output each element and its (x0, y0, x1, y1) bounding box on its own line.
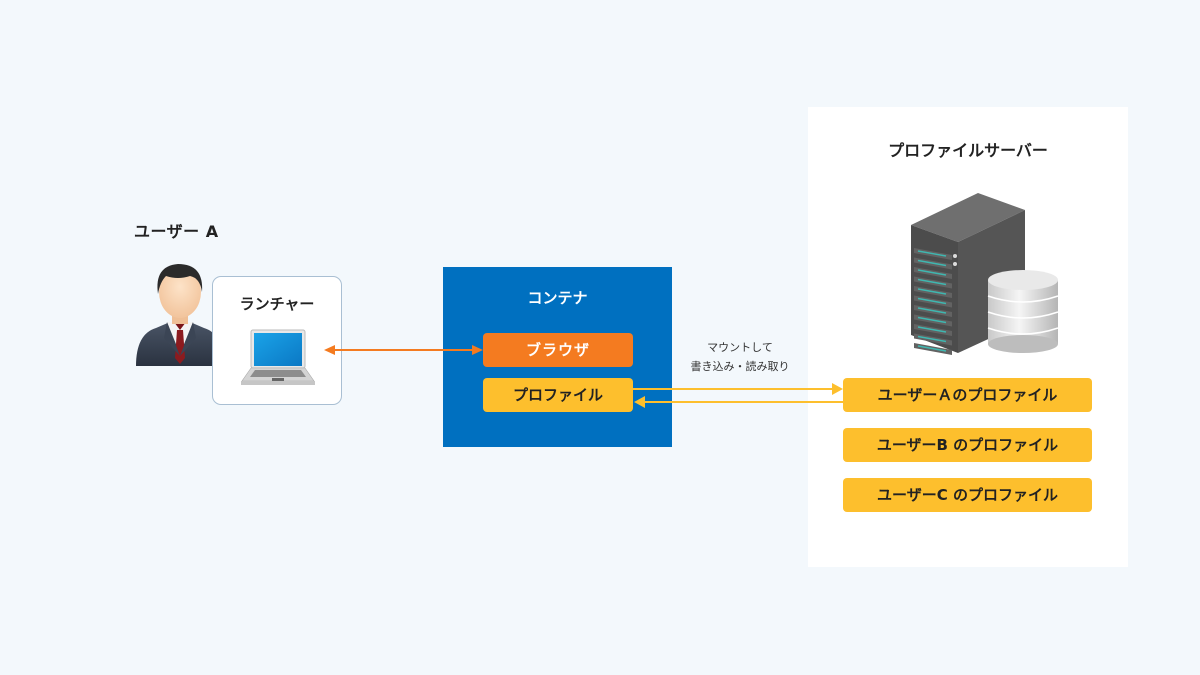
profile-server-panel: プロファイルサーバー ユーザーＡのプロファイル ユーザーB のプロファイル ユー… (808, 107, 1128, 567)
drive-bay-light (917, 259, 947, 267)
businessman-icon (136, 264, 224, 366)
drive-bay-light (917, 278, 947, 286)
mount-label: マウントして 書き込み・読み取り (672, 338, 808, 376)
laptop-icon (241, 329, 315, 385)
launcher-title: ランチャー (239, 295, 315, 313)
drive-bay-light (917, 250, 947, 257)
server-title: プロファイルサーバー (888, 141, 1048, 160)
mount-label-line1: マウントして (707, 341, 773, 354)
drive-bay-light (917, 316, 947, 324)
drive-bay-light (917, 269, 947, 276)
drive-bay-light (917, 288, 947, 295)
drive-bay-light (917, 307, 947, 314)
user-b-profile: ユーザーB のプロファイル (843, 428, 1092, 462)
drive-bay-light (917, 345, 947, 352)
user-c-profile: ユーザーC のプロファイル (843, 478, 1092, 512)
server-database-icon (911, 193, 1059, 355)
drive-bay-light (917, 326, 947, 333)
container-box: コンテナ ブラウザ プロファイル (443, 267, 672, 447)
mount-label-line2: 書き込み・読み取り (690, 360, 790, 373)
user-a-profile: ユーザーＡのプロファイル (843, 378, 1092, 412)
drive-bay-light (917, 297, 947, 305)
drive-bay-light (917, 335, 947, 343)
browser-box: ブラウザ (483, 333, 633, 367)
container-title: コンテナ (527, 289, 588, 307)
container-profile-box: プロファイル (483, 378, 633, 412)
launcher-box: ランチャー (212, 276, 342, 405)
user-label: ユーザー A (134, 222, 219, 241)
